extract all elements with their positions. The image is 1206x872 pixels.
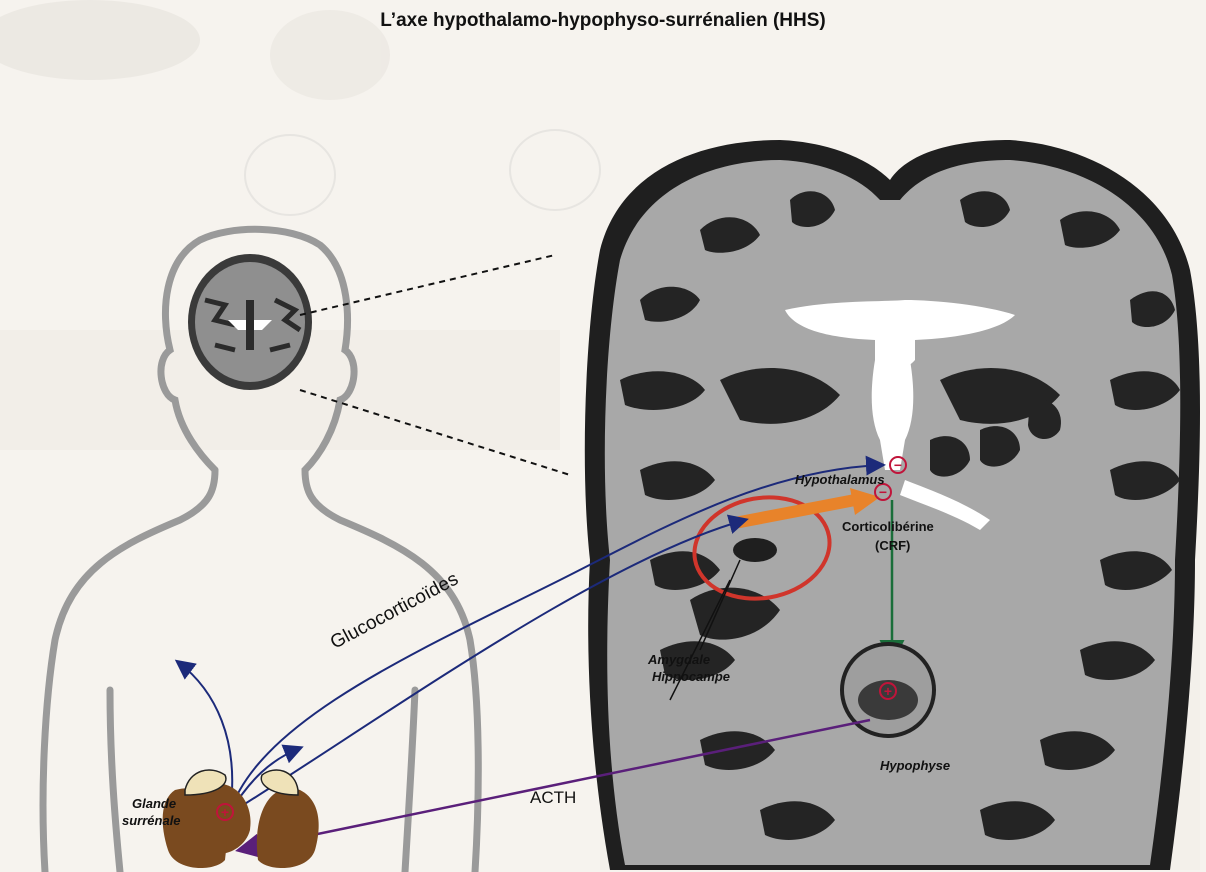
label-acth: ACTH (530, 788, 576, 808)
label-corticoliberine: Corticolibérine (842, 519, 934, 534)
small-brain (188, 254, 312, 390)
label-crf: (CRF) (875, 538, 910, 553)
label-hippocampe: Hippocampe (652, 669, 730, 684)
plus-sign-adrenal: + (221, 804, 229, 820)
diagram-title: L’axe hypothalamo-hypophyso-surrénalien … (0, 10, 1206, 32)
label-surrenale: surrénale (122, 813, 181, 828)
minus-sign-1: − (894, 457, 902, 473)
label-amygdale: Amygdale (648, 652, 710, 667)
kidneys (163, 770, 319, 868)
label-hypophyse: Hypophyse (880, 758, 950, 773)
label-hypothalamus: Hypothalamus (795, 472, 885, 487)
label-glande: Glande (132, 796, 176, 811)
plus-sign-pituitary: + (884, 683, 892, 699)
